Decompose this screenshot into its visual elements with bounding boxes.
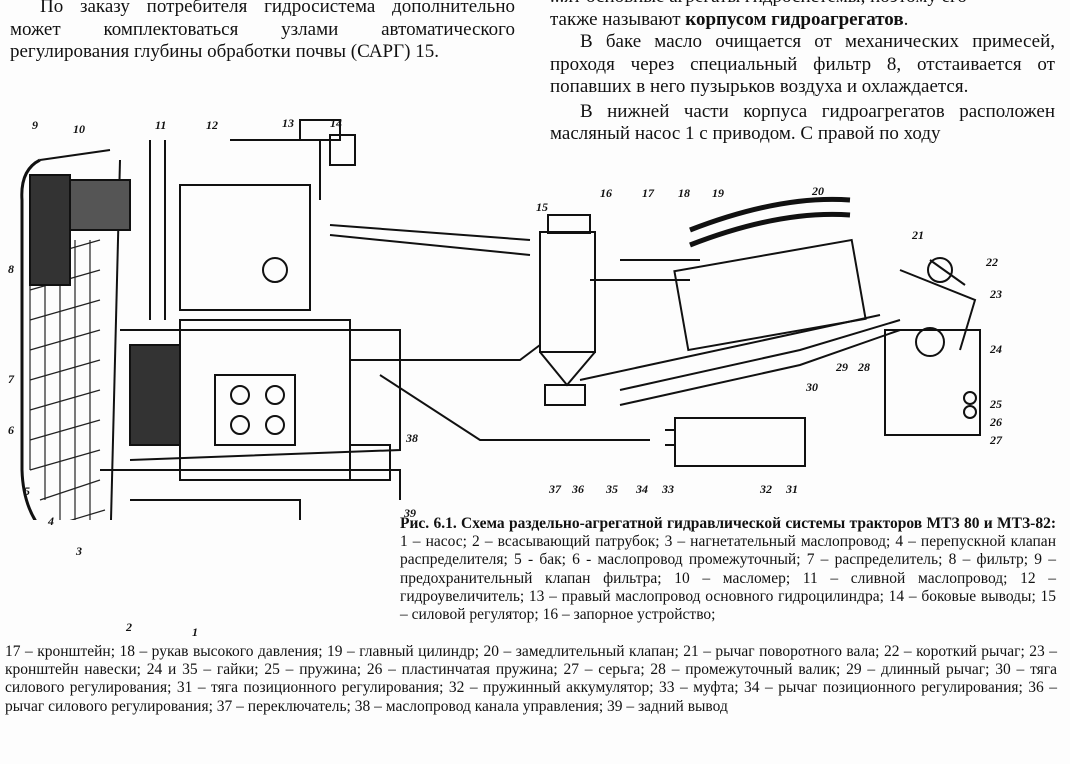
callout-label: 20 (812, 184, 824, 198)
caption-title: Рис. 6.1. Схема раздельно-агрегатной гид… (400, 515, 1056, 532)
callout-label: 35 (606, 482, 618, 496)
callout-label: 15 (536, 200, 548, 214)
callout-label: 25 (990, 397, 1002, 411)
callout-label: 2 (126, 620, 132, 634)
callout-label: 23 (990, 287, 1002, 301)
callout-label: 13 (282, 116, 294, 130)
callout-label: 14 (330, 116, 342, 130)
callout-label: 30 (806, 380, 818, 394)
callout-label: 7 (8, 372, 14, 386)
cut-line: ...ят основные агрегаты гидросистемы, по… (550, 0, 1055, 9)
callout-label: 37 (549, 482, 561, 496)
pump-paragraph: В нижней части корпуса гидроагрегатов ра… (550, 100, 1055, 145)
callout-label: 38 (406, 431, 418, 445)
callout-label: 10 (73, 122, 85, 136)
right-column-text: ...ят основные агрегаты гидросистемы, по… (550, 0, 1055, 146)
callout-label: 33 (662, 482, 674, 496)
callout-label: 4 (48, 514, 54, 528)
callout-label: 3 (76, 544, 82, 558)
callout-label: 36 (572, 482, 584, 496)
callout-label: 34 (636, 482, 648, 496)
figure-caption: Рис. 6.1. Схема раздельно-агрегатной гид… (400, 515, 1056, 624)
callout-label: 24 (990, 342, 1002, 356)
callout-label: 17 (642, 186, 654, 200)
callout-label: 19 (712, 186, 724, 200)
callout-label: 1 (192, 625, 198, 639)
callout-label: 27 (990, 433, 1002, 447)
callout-label: 8 (8, 262, 14, 276)
callout-label: 26 (990, 415, 1002, 429)
callout-label: 29 (836, 360, 848, 374)
callout-label: 31 (786, 482, 798, 496)
callout-label: 5 (24, 484, 30, 498)
callout-label: 21 (912, 228, 924, 242)
callout-label: 11 (155, 118, 167, 132)
hydraulic-system-diagram (20, 119, 981, 520)
callout-label: 28 (858, 360, 870, 374)
callout-label: 16 (600, 186, 612, 200)
callout-label: 32 (760, 482, 772, 496)
callout-label: 39 (404, 506, 416, 520)
callout-label: 22 (986, 255, 998, 269)
figure-caption-continued: 17 – кронштейн; 18 – рукав высокого давл… (5, 643, 1057, 715)
callout-label: 12 (206, 118, 218, 132)
callout-label: 9 (32, 118, 38, 132)
tank-paragraph: В баке масло очищается от механических п… (550, 31, 1055, 97)
housing-line: также называют корпусом гидроагрегатов. (550, 8, 909, 30)
intro-paragraph: По заказу потребителя гидросистема допол… (10, 0, 515, 62)
callout-label: 6 (8, 423, 14, 437)
caption-legend: 1 – насос; 2 – всасывающий патрубок; 3 –… (400, 533, 1056, 624)
callout-label: 18 (678, 186, 690, 200)
